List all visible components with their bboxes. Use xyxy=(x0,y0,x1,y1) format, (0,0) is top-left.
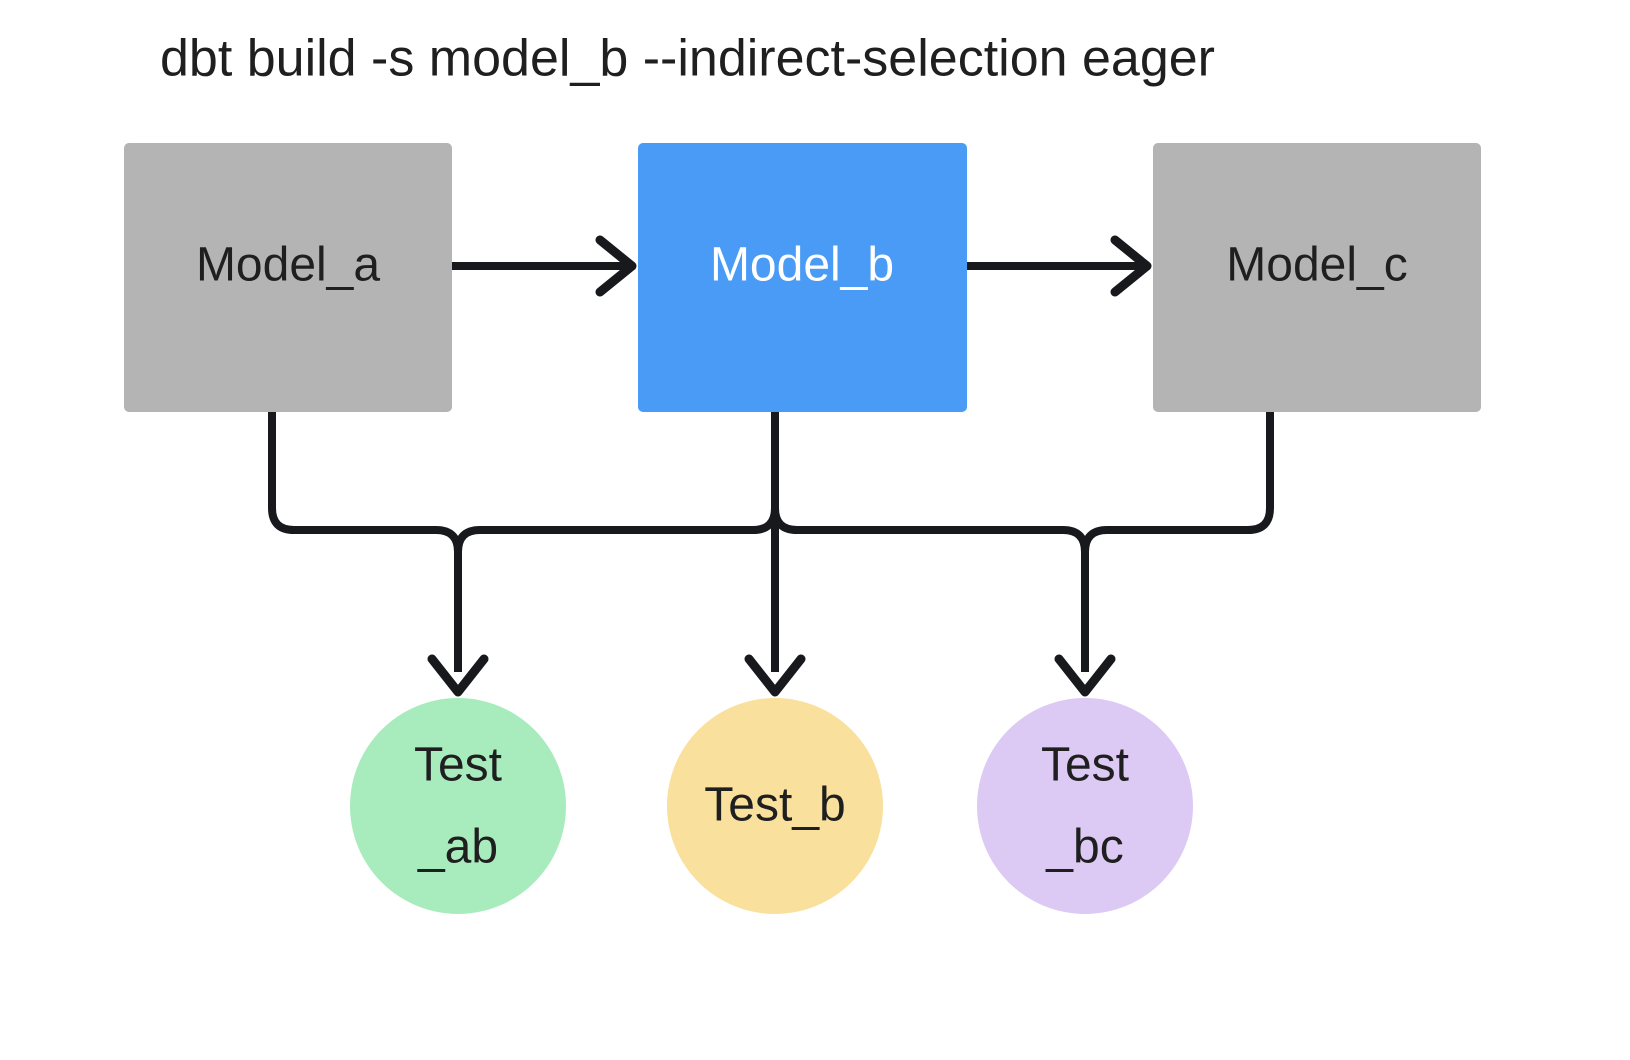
edge-model-b-to-model-c-arrowhead xyxy=(1110,235,1152,297)
model-nodes-group: Model_a Model_b Model_c xyxy=(124,143,1481,412)
edge-model-b-to-test-bc-arrowhead xyxy=(1054,654,1116,697)
test-bc-label-line2: _bc xyxy=(1045,821,1123,874)
edge-model-a-to-model-b xyxy=(452,235,637,297)
edge-model-a-to-model-b-arrowhead xyxy=(595,235,637,297)
test-ab-label-line1: Test xyxy=(414,739,502,792)
test-ab-circle[interactable] xyxy=(350,698,566,914)
node-model-c[interactable]: Model_c xyxy=(1153,143,1481,412)
test-bc-circle[interactable] xyxy=(977,698,1193,914)
model-b-label: Model_b xyxy=(710,239,894,292)
edge-model-a-to-test-ab-line xyxy=(268,412,462,672)
edge-model-a-to-test-ab-arrowhead xyxy=(427,654,489,697)
edge-model-c-to-test-bc xyxy=(1081,412,1274,672)
model-c-label: Model_c xyxy=(1226,239,1407,292)
model-a-rect[interactable] xyxy=(124,143,452,412)
node-test-bc[interactable]: Test _bc xyxy=(977,698,1193,914)
model-a-label: Model_a xyxy=(196,239,380,292)
edge-model-a-to-test-ab xyxy=(268,412,489,697)
edge-model-b-to-test-ab xyxy=(454,412,779,672)
test-edges-group xyxy=(268,412,1274,697)
node-test-ab[interactable]: Test _ab xyxy=(350,698,566,914)
edge-model-c-to-test-bc-line xyxy=(1081,412,1274,672)
test-ab-label-line2: _ab xyxy=(417,821,498,874)
node-model-a[interactable]: Model_a xyxy=(124,143,452,412)
page-title: dbt build -s model_b --indirect-selectio… xyxy=(160,30,1215,88)
model-b-rect[interactable] xyxy=(638,143,967,412)
test-bc-label-line1: Test xyxy=(1041,739,1129,792)
test-nodes-group: Test _ab Test_b Test _bc xyxy=(350,698,1193,914)
model-chain-edges-group xyxy=(452,235,1152,297)
edge-model-b-to-model-c xyxy=(967,235,1152,297)
model-c-rect[interactable] xyxy=(1153,143,1481,412)
test-b-circle[interactable] xyxy=(667,698,883,914)
edge-model-b-to-test-ab-line xyxy=(454,412,779,672)
test-b-label-line1: Test_b xyxy=(704,779,845,832)
edge-model-b-to-test-bc xyxy=(771,412,1116,697)
edge-model-b-to-test-bc-line xyxy=(771,412,1089,672)
edge-model-b-to-test-b-arrowhead xyxy=(744,654,806,697)
node-test-b[interactable]: Test_b xyxy=(667,698,883,914)
node-model-b[interactable]: Model_b xyxy=(638,143,967,412)
